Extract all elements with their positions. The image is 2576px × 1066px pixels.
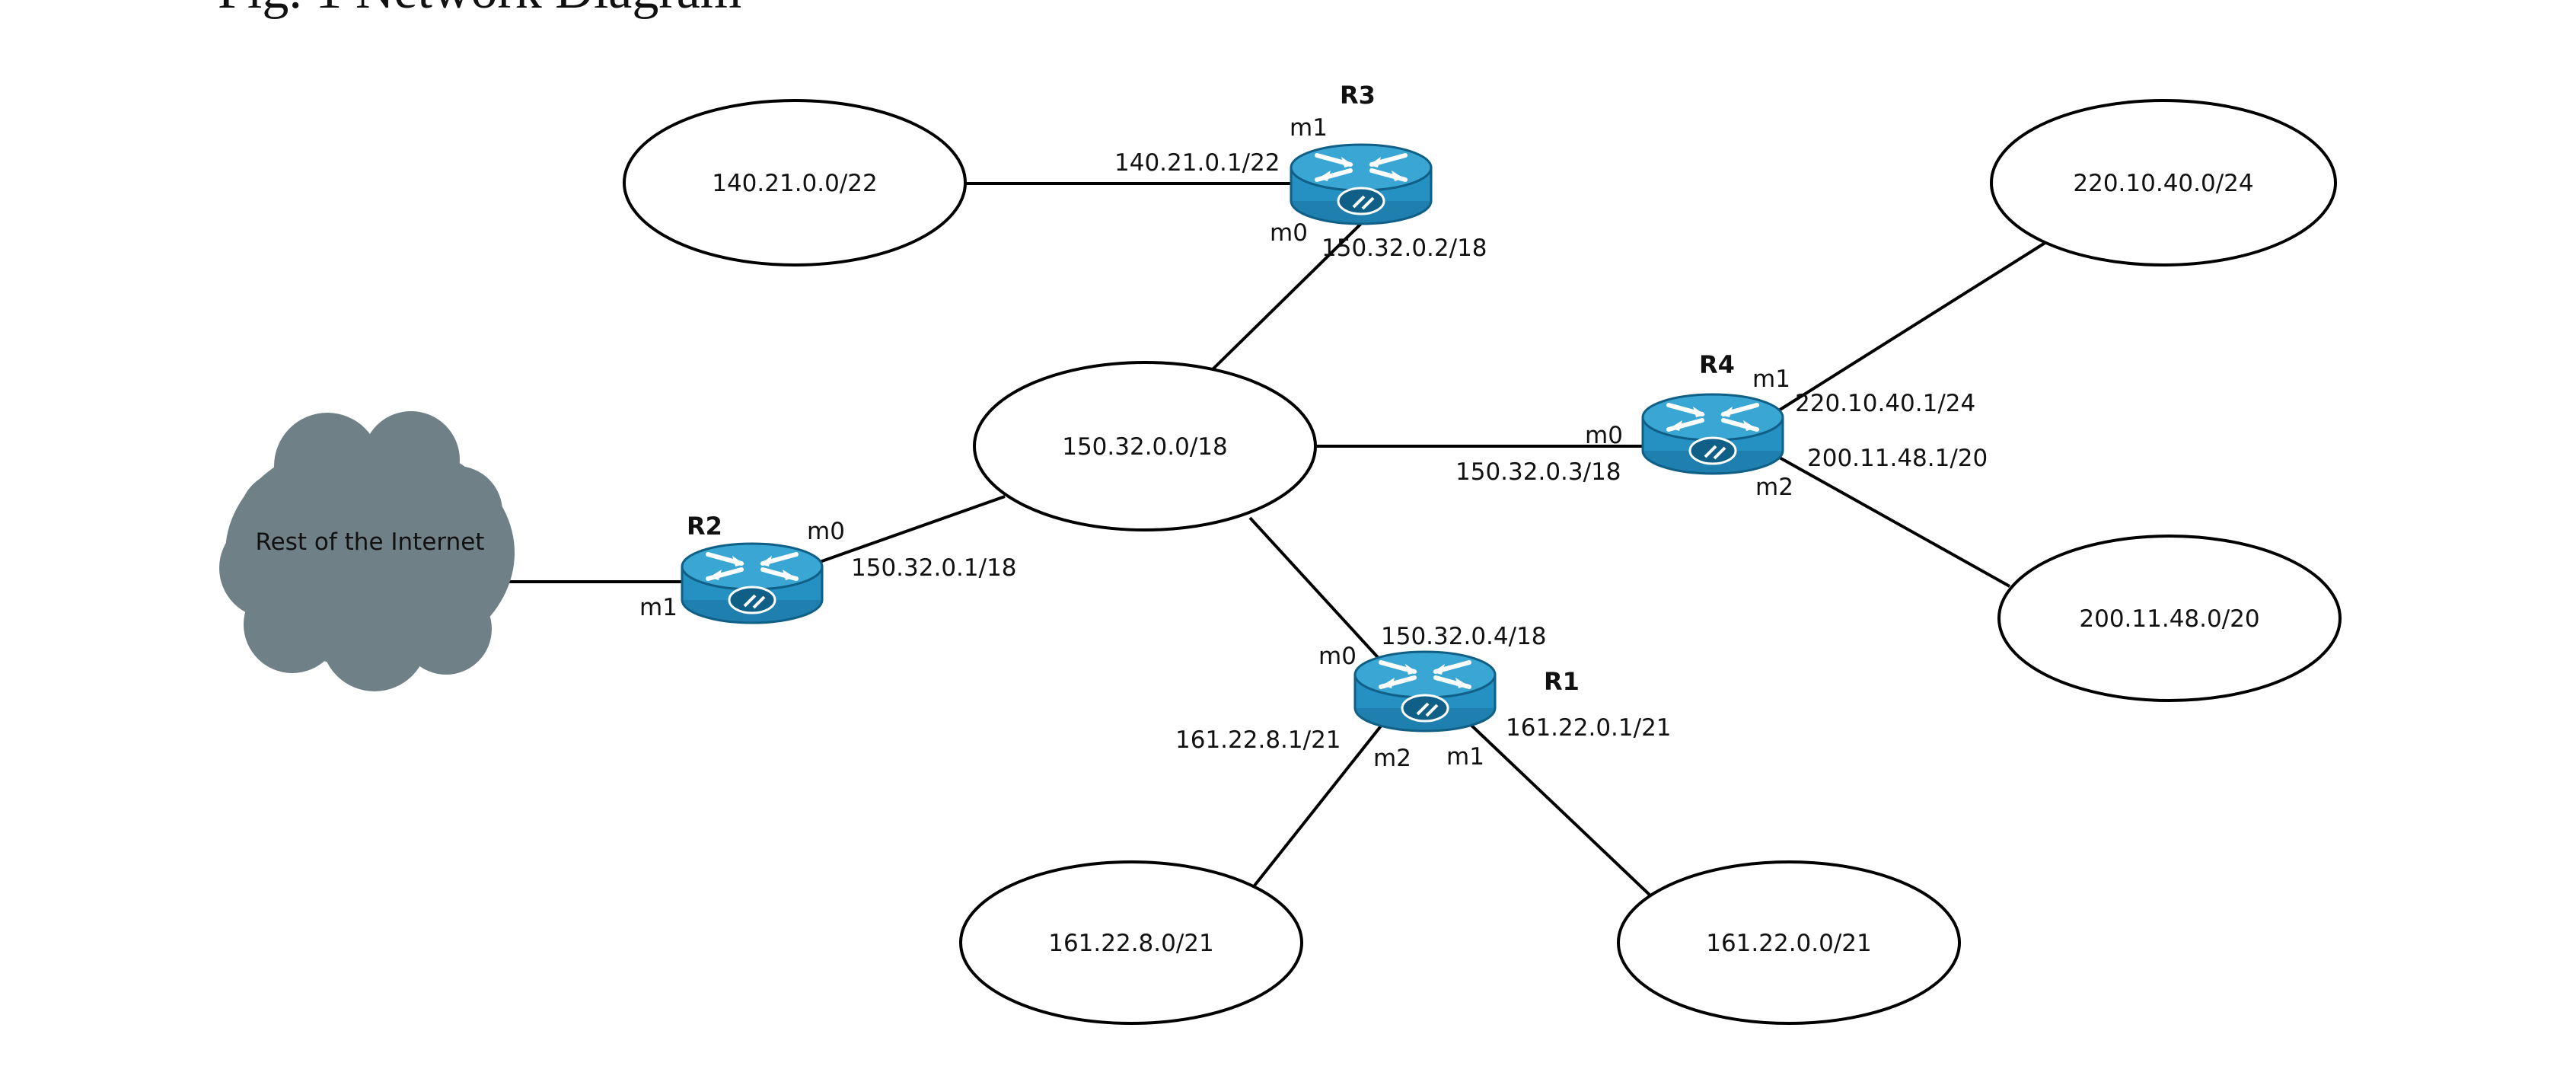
interface-ip: 200.11.48.1/20 (1807, 445, 1988, 472)
interface-label: m0 (807, 518, 845, 545)
router-r1: R1 m0 150.32.0.4/18 161.22.0.1/21 m1 161… (1175, 623, 1672, 772)
network-140-21-0-0: 140.21.0.0/22 (623, 99, 967, 266)
router-name: R4 (1699, 350, 1735, 379)
link-r4-220 (1774, 241, 2048, 414)
interface-label: m1 (1752, 365, 1790, 393)
network-label: 161.22.8.0/21 (1048, 930, 1214, 957)
link-r4-200 (1777, 455, 2010, 588)
interface-ip: 150.32.0.3/18 (1455, 458, 1621, 486)
interface-ip: 220.10.40.1/24 (1795, 390, 1975, 417)
router-name: R2 (687, 512, 722, 541)
link-r3-150 (1209, 213, 1372, 373)
interface-ip: 150.32.0.4/18 (1381, 623, 1547, 650)
router-icon (682, 544, 822, 623)
network-label: 200.11.48.0/20 (2079, 605, 2259, 633)
router-r3: R3 m1 140.21.0.1/22 m0 150.32.0.2/18 (1114, 81, 1487, 262)
interface-ip: 161.22.8.1/21 (1175, 726, 1341, 754)
network-161-22-0-0: 161.22.0.0/21 (1617, 860, 1961, 1025)
interface-label: m1 (639, 594, 677, 621)
interface-label: m0 (1585, 422, 1623, 449)
network-161-22-8-0: 161.22.8.0/21 (959, 860, 1303, 1025)
router-r2: R2 m0 150.32.0.1/18 m1 (639, 512, 1017, 623)
network-label: 161.22.0.0/21 (1706, 930, 1872, 957)
figure-title: Fig. 1 Network Diagram (218, 0, 741, 20)
interface-label: m2 (1755, 474, 1793, 501)
router-icon (1643, 394, 1783, 474)
interface-label: m0 (1318, 643, 1357, 670)
network-150-32-0-0: 150.32.0.0/18 (973, 361, 1317, 531)
link-r1-161-8 (1250, 719, 1387, 891)
network-220-10-40-0: 220.10.40.0/24 (1990, 99, 2337, 266)
network-label: 220.10.40.0/24 (2073, 170, 2253, 197)
interface-ip: 150.32.0.2/18 (1321, 235, 1487, 262)
router-icon (1291, 145, 1431, 224)
link-r1-161-0 (1465, 719, 1653, 898)
interface-ip: 150.32.0.1/18 (851, 554, 1017, 582)
interface-label: m1 (1446, 743, 1484, 771)
internet-cloud-icon: Rest of the Internet (219, 411, 515, 691)
link-150-r2 (806, 495, 1006, 568)
router-icon (1355, 652, 1495, 731)
interface-label: m2 (1373, 745, 1411, 772)
interface-label: m1 (1290, 114, 1328, 142)
interface-label: m0 (1270, 219, 1308, 247)
cloud-label: Rest of the Internet (256, 528, 485, 556)
link-150-r1 (1248, 516, 1385, 665)
network-label: 150.32.0.0/18 (1062, 433, 1228, 461)
interface-ip: 161.22.0.1/21 (1506, 714, 1672, 742)
interface-ip: 140.21.0.1/22 (1114, 149, 1280, 177)
router-name: R3 (1340, 81, 1376, 110)
network-label: 140.21.0.0/22 (712, 170, 878, 197)
router-name: R1 (1544, 667, 1580, 696)
router-r4: R4 m1 220.10.40.1/24 m0 150.32.0.3/18 20… (1455, 350, 1988, 501)
network-200-11-48-0: 200.11.48.0/20 (1997, 535, 2342, 702)
